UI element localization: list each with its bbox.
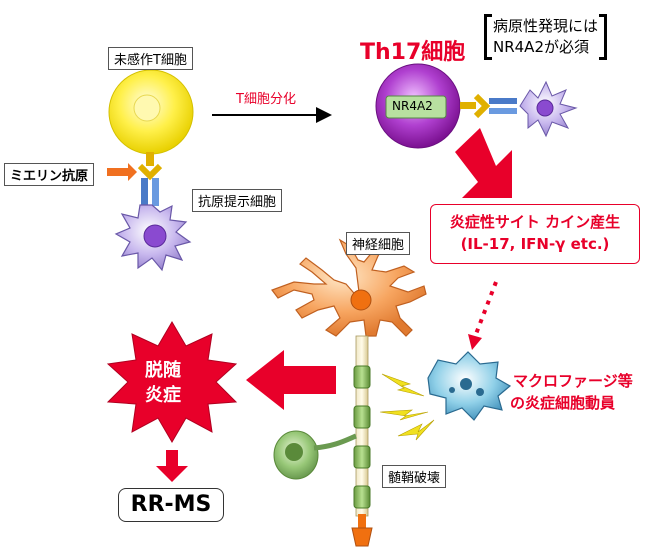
small-antigen-presenting-cell — [519, 80, 578, 138]
cytokine-box: 炎症性サイト カイン産生 (IL-17, IFN-γ etc.) — [430, 204, 640, 264]
dotted-arrow — [468, 281, 498, 350]
th17-receptor — [460, 93, 517, 119]
condition-line-1: 病原性発現には — [493, 17, 599, 35]
lightning-bolts — [379, 373, 435, 441]
neuron-label: 神経細胞 — [346, 232, 411, 255]
naive-t-cell-label: 未感作T細胞 — [108, 47, 193, 70]
pathogenicity-condition: 病原性発現には NR4A2が必須 — [484, 14, 608, 60]
neuron — [271, 235, 427, 337]
demyelination-line-1: 脱随 — [145, 360, 181, 381]
th17-cell — [375, 63, 461, 149]
nr4a2-label: NR4A2 — [392, 99, 433, 113]
rr-ms-box: RR-MS — [118, 488, 224, 522]
t-cell-differentiation-label: T細胞分化 — [236, 92, 296, 107]
cytokine-line-2: (IL-17, IFN-γ etc.) — [460, 235, 610, 253]
rrms-arrow — [156, 450, 188, 482]
myelin-antigen-arrow — [107, 163, 137, 181]
t-cell-receptor — [137, 152, 163, 181]
myelin-sheaths — [353, 365, 371, 509]
macrophage-line-2: の炎症細胞動員 — [510, 394, 616, 412]
condition-line-2: NR4A2が必須 — [493, 38, 589, 56]
antigen-presenting-cell — [114, 204, 192, 272]
demyelination-starburst — [106, 321, 238, 443]
demyelination-arrow — [246, 350, 336, 410]
mhc-molecule — [141, 178, 159, 206]
myelin-destruction-label: 髄鞘破壊 — [382, 465, 447, 488]
oligodendrocyte — [273, 430, 357, 480]
cytokine-arrow — [455, 128, 512, 198]
myelin-antigen-label: ミエリン抗原 — [4, 163, 95, 186]
macrophage — [427, 351, 512, 421]
macrophage-line-1: マクロファージ等 — [513, 372, 633, 390]
naive-t-cell — [108, 69, 194, 155]
axon-terminal — [351, 514, 373, 547]
demyelination-line-2: 炎症 — [145, 385, 181, 406]
antigen-presenting-cell-label: 抗原提示細胞 — [192, 189, 283, 212]
cytokine-line-1: 炎症性サイト カイン産生 — [449, 213, 621, 231]
th17-cell-title: Th17細胞 — [360, 40, 466, 65]
